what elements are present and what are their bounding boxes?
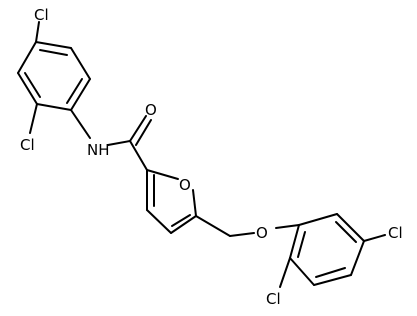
bond-c-o-double-1 [129,115,147,142]
bond-c-n [70,109,91,139]
dichlorophenyl-ring-left [17,41,91,111]
furan-oxygen-label: O [179,176,191,194]
amine-label: NH [87,141,110,159]
bond-o-aryl [275,224,300,229]
furan-ring [146,169,197,234]
bond-n-c [107,140,131,146]
bond-c-furan [129,140,148,171]
bond-c-cl-right [363,234,386,242]
chlorine-label-bottom: Cl [266,290,281,308]
chlorine-label-right: Cl [388,224,403,242]
bond-furan-ch2 [195,215,231,237]
chlorine-label-top-left: Cl [34,6,49,24]
dichlorophenyl-ring-right [289,213,365,286]
ether-oxygen-label: O [256,224,268,242]
bond-c-cl-left [29,103,38,134]
bond-ch2-o [229,232,255,237]
bond-c-cl-bottom [279,257,291,288]
bond-c-o-double-2 [135,119,152,146]
bond-c-cl-top [35,21,40,43]
carbonyl-oxygen-label: O [145,101,157,119]
chlorine-label-left: Cl [20,136,35,154]
